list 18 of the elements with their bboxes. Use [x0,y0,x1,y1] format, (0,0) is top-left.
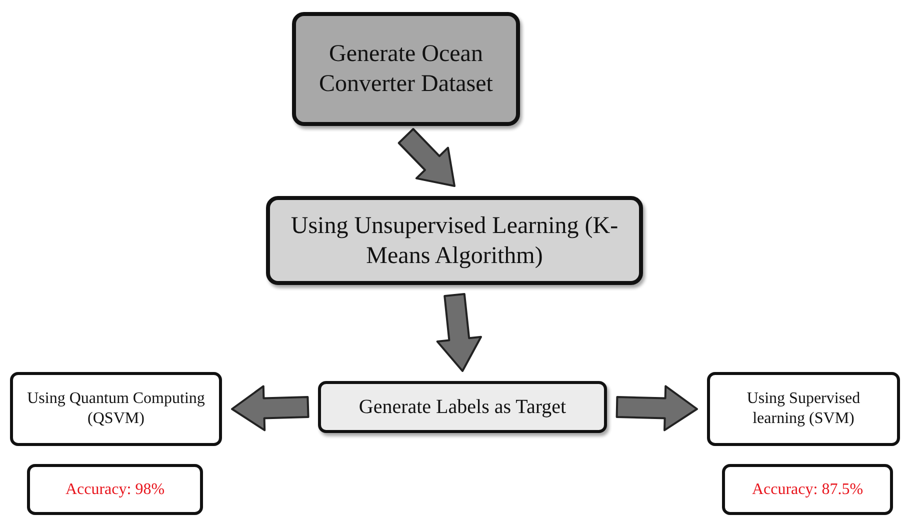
box-label: Generate Ocean Converter Dataset [318,40,494,99]
block-arrow [231,385,310,432]
process-box [292,12,520,126]
box-label: Using Unsupervised Learning (K-Means Algorithm) [290,212,620,270]
box-label: Using Supervised learning (SVM) [746,389,862,429]
process-box [707,372,900,446]
block-arrow [436,293,482,372]
box-label: Accuracy: 87.5% [752,480,864,500]
result-box [722,464,893,515]
box-label: Using Quantum Computing (QSVM) [26,389,206,429]
block-arrow [398,128,456,187]
box-label: Generate Labels as Target [358,394,566,420]
process-box [10,372,222,446]
block-arrow [616,385,698,432]
process-box [266,196,643,285]
box-label: Accuracy: 98% [65,480,165,500]
process-box [318,381,607,433]
result-box [27,464,203,515]
